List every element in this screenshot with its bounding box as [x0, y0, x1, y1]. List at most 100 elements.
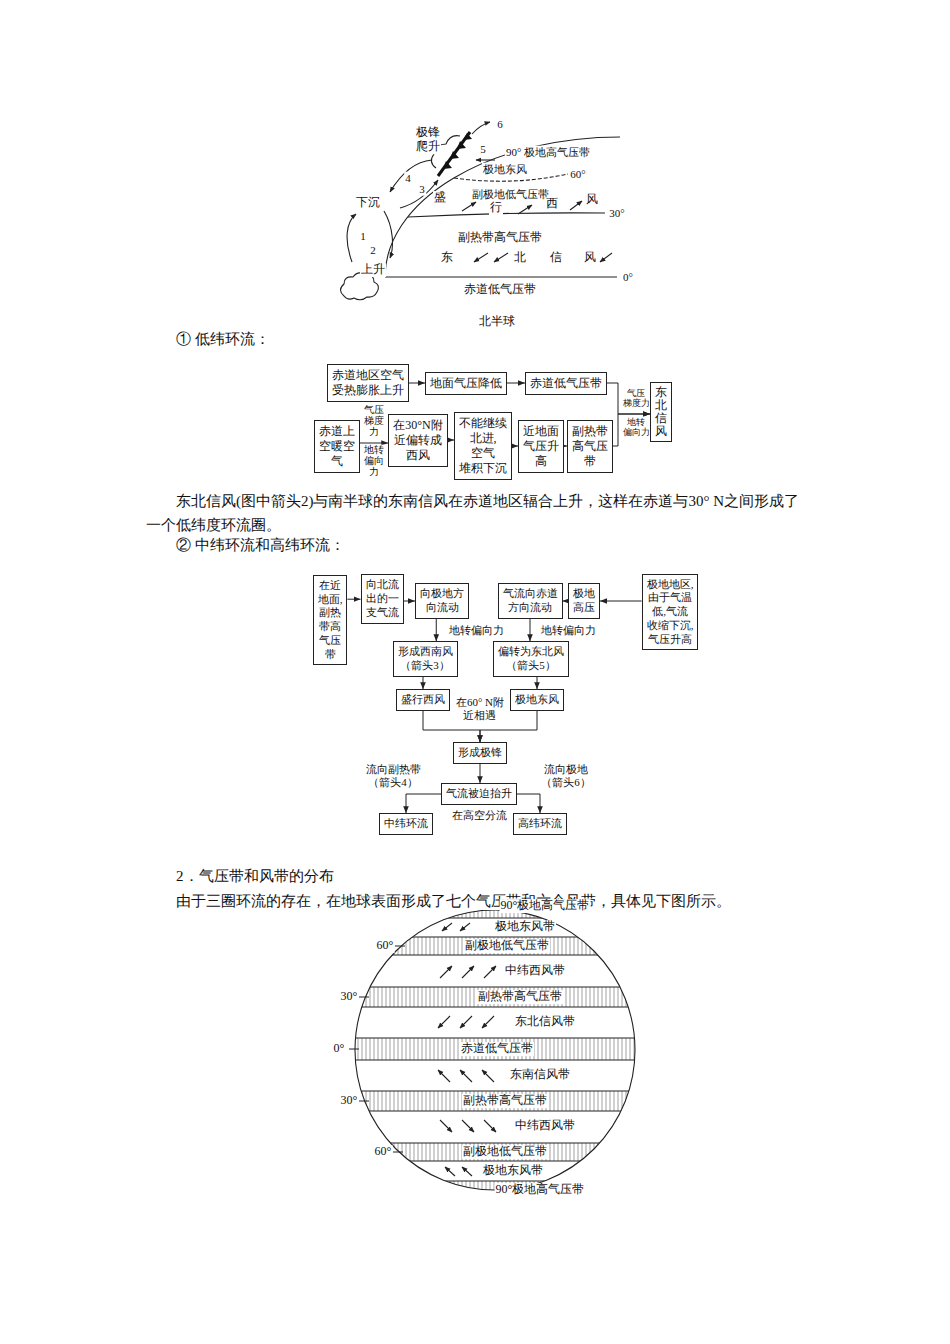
figure-label: 4	[404, 172, 412, 185]
wind-arrow	[600, 253, 612, 262]
wind-arrow	[440, 1120, 452, 1132]
circulation-arrow	[472, 122, 490, 134]
flow-arrow	[613, 414, 650, 446]
process-box: 中纬环流	[379, 813, 433, 835]
figure-label: 0°	[622, 271, 634, 284]
figure-label: 东南信风带	[509, 1068, 571, 1082]
box-text: 极地地区, 由于气温 低,气流 收缩下沉, 气压升高	[647, 578, 694, 647]
polar-front-symbol	[443, 133, 472, 169]
box-text: 地面气压降低	[430, 376, 502, 391]
wind-arrow	[460, 1016, 472, 1028]
flow-arrow	[347, 599, 360, 600]
figure-label: 赤道低气压带	[460, 1042, 534, 1056]
figure-label: 1	[359, 230, 367, 243]
wind-arrow	[484, 966, 496, 978]
process-box: 向极地方 向流动	[415, 583, 469, 619]
box-text: 在近 地面, 副热 带高 气压 带	[318, 579, 343, 662]
process-box: 极地东风	[510, 689, 564, 711]
figure-label: 极锋 爬升	[415, 126, 441, 154]
circulation-arrow	[476, 159, 495, 160]
figure-label: 风	[583, 251, 597, 265]
pressure-band	[350, 937, 640, 955]
flow-arrow	[607, 383, 650, 414]
edge-label: 地转偏向力	[448, 624, 505, 637]
figure-label: 行	[489, 201, 503, 215]
figure-label: 极地东风	[482, 163, 528, 176]
wind-arrow	[474, 253, 488, 262]
flow-arrow	[537, 677, 538, 689]
hemisphere-outline	[385, 137, 620, 277]
edge-label: 流向极地 （箭头6）	[540, 763, 592, 788]
flow-arrow	[423, 677, 424, 689]
wind-arrow	[460, 923, 470, 931]
process-box: 向北流 出的一 支气流	[361, 574, 404, 623]
box-text: 在30°N附 近偏转成 西风	[393, 418, 442, 463]
process-box: 赤道地区空气 受热膨胀上升	[327, 364, 409, 402]
body-text: ② 中纬环流和高纬环流：	[175, 537, 346, 554]
pressure-band	[350, 987, 640, 1007]
pressure-band	[350, 905, 640, 1195]
circulation-arrow	[347, 214, 356, 262]
box-text: 副热带 高气压 带	[572, 424, 608, 469]
flow-arrow	[436, 619, 437, 642]
box-text: 极地 高压	[573, 587, 595, 615]
process-box: 副热带 高气压 带	[567, 420, 613, 473]
edge-label: 在60° N附 近相遇	[453, 696, 508, 721]
figure-label: 6	[496, 118, 504, 131]
globe-outline	[349, 946, 405, 1152]
figure-label: 北	[513, 251, 527, 265]
edge-label: 气压 梯度力	[622, 388, 651, 409]
process-box: 气流被迫抬升	[441, 783, 517, 805]
globe-outline	[349, 910, 635, 1190]
figure-label: 2	[369, 244, 377, 257]
figure-label: 3	[418, 183, 426, 196]
flow-arrow	[530, 619, 531, 642]
wind-arrow	[462, 1167, 472, 1176]
wind-arrow	[445, 1167, 455, 1176]
box-text: 赤道低气压带	[530, 376, 602, 391]
edge-label: 地转 偏向力	[622, 417, 651, 438]
figure-label: 副热带高气压带	[477, 990, 563, 1004]
box-text: 赤道上 空暖空 气	[319, 424, 355, 469]
process-box: 赤道上 空暖空 气	[314, 420, 360, 473]
process-box: 极地地区, 由于气温 低,气流 收缩下沉, 气压升高	[642, 574, 699, 651]
flow-arrow	[517, 794, 540, 813]
box-text: 盛行西风	[401, 693, 445, 707]
process-box: 形成极锋	[453, 742, 507, 764]
flow-arrow	[600, 601, 642, 602]
pressure-band	[350, 918, 640, 1181]
box-text: 近地面 气压升 高	[523, 424, 559, 469]
body-text: ① 低纬环流：	[175, 331, 271, 348]
figure-label: 盛	[433, 191, 447, 205]
process-box: 赤道低气压带	[525, 372, 607, 395]
process-box: 形成西南风 （箭头3）	[393, 641, 458, 677]
process-box: 气流向赤道 方向流动	[498, 583, 563, 619]
figure-label: 90° 极地高气压带	[505, 146, 591, 159]
figure-label: 0°	[333, 1042, 346, 1056]
cloud-symbol	[341, 273, 379, 300]
figure-label: 中纬西风带	[504, 964, 566, 978]
figure-label: 副极地低气压带	[464, 939, 550, 953]
wind-arrow	[482, 1016, 494, 1028]
flow-arrow	[480, 764, 481, 783]
box-text: 东北信风	[655, 386, 667, 439]
globe-outline	[355, 910, 635, 1190]
box-text: 中纬环流	[384, 817, 428, 831]
hemisphere-outline	[385, 137, 620, 277]
pressure-band	[350, 1038, 640, 1060]
flow-arrow	[409, 383, 425, 384]
wind-arrow	[440, 966, 452, 978]
figure-label: 30°	[340, 990, 359, 1004]
wind-arrow	[438, 1070, 450, 1082]
process-box: 盛行西风	[396, 689, 450, 711]
figure-label: 副热带高气压带	[457, 231, 543, 245]
box-text: 气流向赤道 方向流动	[503, 587, 558, 615]
flow-arrow	[404, 601, 416, 602]
box-text: 高纬环流	[518, 817, 562, 831]
figure-label: 90°极地高气压带	[495, 1183, 586, 1197]
figure-label: 90°极地高气压带	[500, 899, 591, 913]
process-box: 东北信风	[650, 382, 672, 443]
flow-arrow	[507, 383, 525, 384]
wind-arrow	[462, 1120, 474, 1132]
